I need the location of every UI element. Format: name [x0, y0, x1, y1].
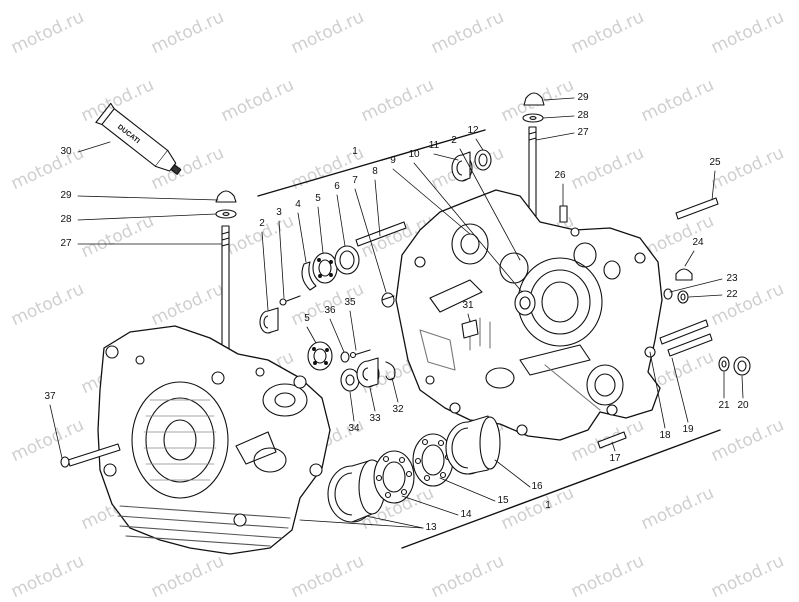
part-4-retainer	[301, 261, 317, 291]
part-8-stud	[355, 221, 407, 247]
part-23-washer	[663, 288, 673, 300]
callout-24: 24	[692, 237, 704, 248]
sealant-tube: DUCATI	[95, 102, 182, 175]
callout-35: 35	[344, 297, 356, 308]
callout-28: 28	[577, 110, 589, 121]
part-24-plug	[675, 268, 693, 281]
part-16-sleeve	[445, 415, 501, 475]
part-32-circlip	[385, 361, 396, 381]
callout-26: 26	[554, 170, 566, 181]
part-3-screw	[279, 295, 301, 306]
callout-5: 5	[304, 313, 310, 324]
callout-25: 25	[709, 157, 721, 168]
callout-4: 4	[295, 199, 301, 210]
bracket-bottom	[401, 429, 721, 549]
callout-17: 17	[609, 453, 621, 464]
part-25-stud	[675, 197, 719, 220]
callout-6: 6	[334, 181, 340, 192]
callout-15: 15	[497, 495, 509, 506]
callout-9: 9	[390, 155, 396, 166]
callout-20: 20	[737, 400, 749, 411]
callout-14: 14	[460, 509, 472, 520]
part-5-bearing-lower	[307, 341, 333, 371]
part-10-bearing	[514, 290, 536, 316]
callout-3: 3	[276, 207, 282, 218]
callout-28: 28	[60, 214, 72, 225]
part-6-seal	[334, 245, 360, 275]
part-21-washer	[718, 356, 730, 372]
callout-1: 1	[352, 146, 358, 157]
callout-16: 16	[531, 481, 543, 492]
callout-18: 18	[659, 430, 671, 441]
callout-22: 22	[726, 289, 738, 300]
callout-1: 1	[545, 500, 551, 511]
part-26-dowel	[559, 205, 568, 223]
callout-27: 27	[60, 238, 72, 249]
callout-11: 11	[428, 140, 440, 151]
part-35-screw	[349, 349, 371, 359]
callout-13: 13	[425, 522, 437, 533]
callout-10: 10	[408, 149, 420, 160]
bracket-top	[257, 129, 486, 197]
callout-31: 31	[462, 300, 474, 311]
part-13-sleeve	[327, 459, 386, 523]
part-22-bolt	[677, 290, 689, 304]
callout-2: 2	[259, 218, 265, 229]
part-7-dowel	[381, 292, 395, 308]
part-14-roller-bearing	[373, 450, 415, 504]
callout-37: 37	[44, 391, 56, 402]
crankcase-left-half	[97, 325, 331, 555]
callout-27: 27	[577, 127, 589, 138]
callout-29: 29	[60, 190, 72, 201]
callout-33: 33	[369, 413, 381, 424]
callout-32: 32	[392, 404, 404, 415]
callout-5: 5	[315, 193, 321, 204]
part-20-cap	[733, 356, 751, 376]
callout-12: 12	[467, 125, 479, 136]
part-36-washer	[340, 351, 350, 363]
callout-30: 30	[60, 146, 72, 157]
callout-34: 34	[348, 423, 360, 434]
part-33-bearing	[356, 357, 380, 388]
crankcase-right-half	[395, 189, 663, 441]
part-18-stud	[659, 319, 709, 345]
callout-7: 7	[352, 175, 358, 186]
callout-2: 2	[451, 135, 457, 146]
part-19-stud	[667, 333, 713, 357]
callout-19: 19	[682, 424, 694, 435]
part-17-dowel	[597, 431, 627, 449]
callout-29: 29	[577, 92, 589, 103]
stud-stack-left	[215, 190, 237, 357]
part-31-dowel	[461, 319, 479, 339]
callout-36: 36	[324, 305, 336, 316]
part-37-bolt	[60, 443, 121, 468]
part-2-bushing-left	[259, 307, 279, 334]
callout-23: 23	[726, 273, 738, 284]
leader-lines	[49, 97, 744, 529]
callout-21: 21	[718, 400, 730, 411]
callout-8: 8	[372, 166, 378, 177]
